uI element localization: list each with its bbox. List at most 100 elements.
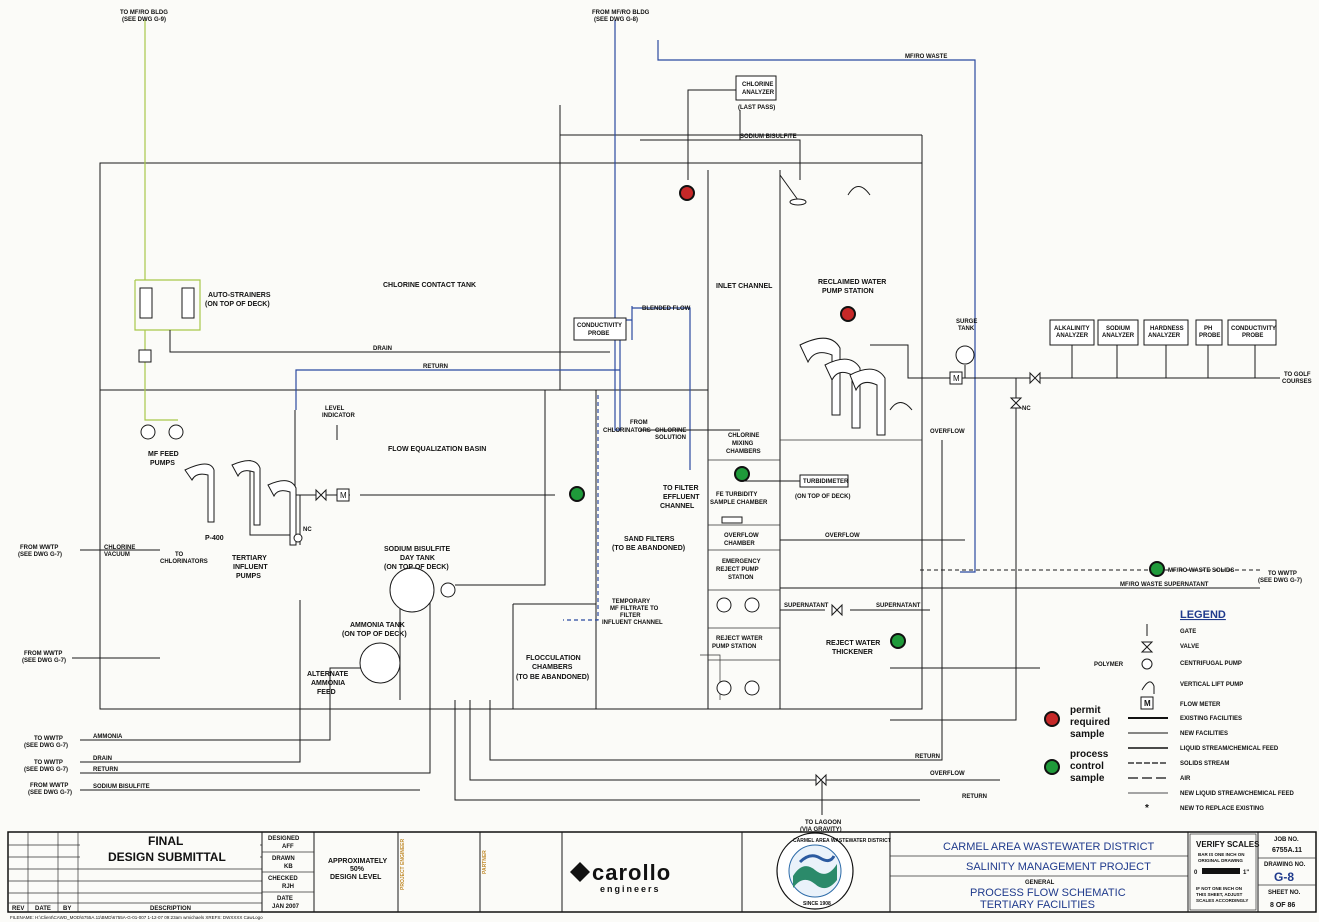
process-sample-dot-4: [1149, 561, 1165, 577]
return-label-2: RETURN: [93, 767, 118, 773]
drain-line: [169, 330, 610, 353]
emergency-reject-pump-2: [744, 597, 760, 613]
centrifugal-pump-icon: [1141, 658, 1153, 670]
inlet-channel-label: INLET CHANNEL: [716, 283, 773, 290]
cl-mixing-3: CHAMBERS: [726, 449, 761, 455]
from-mfro-line2: (SEE DWG G-8): [594, 17, 638, 23]
mixer: [779, 174, 799, 201]
chlorine-analyzer-box: [735, 75, 777, 101]
sodium-bisulfite-day-tank: [389, 567, 435, 613]
tb-sheet-no-label: SHEET NO.: [1268, 890, 1301, 896]
to-wwtp-1a: TO WWTP: [34, 736, 63, 742]
legend-valve: VALVE: [1180, 644, 1199, 650]
mfro-filtrate-line: [614, 20, 632, 431]
polymer-label: POLYMER: [1094, 662, 1124, 668]
tb-description: DESCRIPTION: [150, 906, 191, 912]
tb-checked-by: RJH: [282, 884, 294, 890]
tb-rev: REV: [12, 906, 24, 912]
process-text-2: control: [1070, 761, 1104, 772]
sodium-1: SODIUM: [1106, 326, 1130, 332]
to-golf-a: TO GOLF: [1284, 372, 1311, 378]
alkalinity-2: ANALYZER: [1056, 333, 1089, 339]
chlorine-contact-tank-label: CHLORINE CONTACT TANK: [383, 282, 476, 289]
tb-district: CARMEL AREA WASTEWATER DISTRICT: [943, 841, 1155, 853]
thickener-1: REJECT WATER: [826, 640, 880, 647]
tb-filename: FILENAME: H:\Client\CAWD_MOD\6755A.11\BM…: [10, 915, 263, 920]
flow-meter: [336, 488, 350, 502]
permit-text-3: sample: [1070, 729, 1105, 740]
sb-day-tank-2: DAY TANK: [400, 555, 435, 562]
tb-drawing-no-label: DRAWING NO.: [1264, 862, 1306, 868]
tb-not-inch-2: THIS SHEET, ADJUST: [1196, 892, 1243, 897]
to-wwtp-2a: TO WWTP: [34, 760, 63, 766]
tb-bar-note-2: ORIGINAL DRAWING: [1198, 858, 1243, 863]
svg-text:M: M: [953, 374, 960, 383]
seal-text: CARMEL AREA WASTEWATER DISTRICT: [793, 838, 891, 844]
asterisk: *: [1145, 803, 1149, 814]
conductivity-right-1: CONDUCTIVITY: [1231, 326, 1276, 332]
chlorine-vacuum-2: VACUUM: [104, 552, 130, 558]
from-wwtp-3b: (SEE DWG G-7): [28, 790, 72, 796]
to-chlorinators-2: CHLORINATORS: [160, 559, 208, 565]
process-legend-dot: [1044, 759, 1060, 775]
hardness-2: ANALYZER: [1148, 333, 1181, 339]
conductivity-probe-box: [573, 317, 627, 341]
emergency-reject-3: STATION: [728, 575, 753, 581]
ammonia-tank-1: AMMONIA TANK: [350, 622, 405, 629]
tb-general: GENERAL: [1025, 880, 1055, 886]
from-wwtp-3a: FROM WWTP: [30, 783, 68, 789]
to-lagoon-b: (VIA GRAVITY): [800, 827, 842, 833]
green-flow-meter: [138, 349, 152, 363]
emergency-reject-1: EMERGENCY: [722, 559, 761, 565]
drain-label-2: DRAIN: [93, 756, 112, 762]
mf-feed-pumps-1: MF FEED: [148, 451, 179, 458]
carollo-logo-icon: [570, 862, 590, 882]
cl-mixing-1: CHLORINE: [728, 433, 759, 439]
return-label-4: RETURN: [962, 794, 987, 800]
permit-text-2: required: [1070, 717, 1110, 728]
ammonia-tank: [359, 642, 401, 684]
to-wwtp-2b: (SEE DWG G-7): [24, 767, 68, 773]
ph-2: PROBE: [1199, 333, 1220, 339]
legend-gate: GATE: [1180, 629, 1196, 635]
tb-approx-2: 50%: [350, 866, 365, 873]
return-label-3: RETURN: [915, 754, 940, 760]
tertiary-pump-1: [231, 460, 261, 526]
auto-strainer-2: [181, 287, 195, 319]
tb-project: SALINITY MANAGEMENT PROJECT: [966, 861, 1151, 873]
tb-drawn: DRAWN: [272, 856, 295, 862]
tb-firm: carollo: [592, 860, 671, 885]
mfro-waste-label: MF/RO WASTE: [905, 54, 947, 60]
seal-wave-icon: [793, 864, 837, 889]
supernatant-label-1: SUPERNATANT: [784, 603, 829, 609]
return-label: RETURN: [423, 364, 448, 370]
temp-filtrate-3: FILTER: [620, 613, 641, 619]
surge-tank: [955, 345, 975, 365]
to-mfro-line1: TO MF/RO BLDG: [120, 10, 168, 16]
to-wwtp-right-a: TO WWTP: [1268, 571, 1297, 577]
overflow-label-3: OVERFLOW: [930, 771, 965, 777]
sample-points: [569, 185, 1165, 649]
chlorine-vacuum-1: CHLORINE: [104, 545, 135, 551]
reclaimed-pump-label-1: RECLAIMED WATER: [818, 279, 886, 286]
p400-label: P-400: [205, 535, 224, 542]
permit-legend-dot: [1044, 711, 1060, 727]
mf-feed-pump-2: [168, 424, 184, 440]
to-filter-2: EFFLUENT: [663, 494, 700, 501]
from-wwtp-2b: (SEE DWG G-7): [22, 658, 66, 664]
thickener-2: THICKENER: [832, 649, 873, 656]
tb-scale-1: 1": [1243, 870, 1249, 876]
ph-probe-box: [1195, 319, 1223, 346]
mf-feed-pump-1: [140, 424, 156, 440]
floc-label-1: FLOCCULATION: [526, 655, 581, 662]
process-sample-dot-3: [890, 633, 906, 649]
nc-label-1: NC: [303, 527, 312, 533]
tertiary-influent-1: TERTIARY: [232, 555, 267, 562]
refs-text: TO MF/RO BLDG (SEE DWG G-9) FROM MF/RO B…: [18, 10, 1312, 833]
legend-vertical-lift: VERTICAL LIFT PUMP: [1180, 682, 1243, 688]
sand-filters-label-1: SAND FILTERS: [624, 536, 675, 543]
overflow-label-2: OVERFLOW: [825, 533, 860, 539]
surge-tank-2: TANK: [958, 326, 975, 332]
from-wwtp-2a: FROM WWTP: [24, 651, 62, 657]
